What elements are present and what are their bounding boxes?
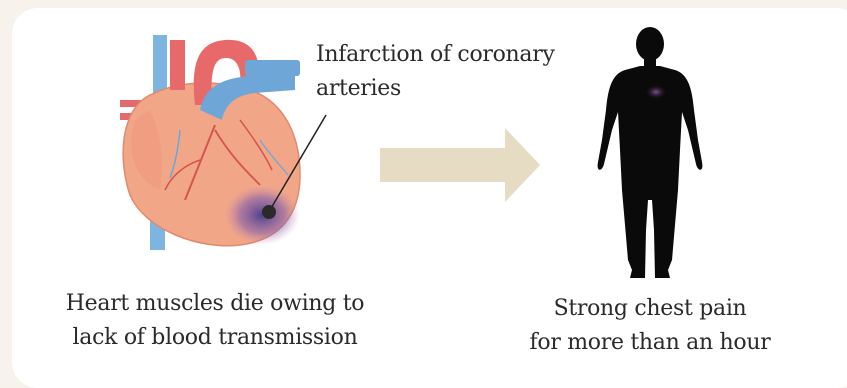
callout-line-1: Infarction of coronary [316,38,616,72]
heart-caption-line-2: lack of blood transmission [50,321,380,355]
chest-pain-glow [644,84,668,100]
heart-caption-line-1: Heart muscles die owing to [50,287,380,321]
infarction-callout: Infarction of coronary arteries [316,38,616,106]
heart-caption: Heart muscles die owing to lack of blood… [50,287,380,355]
symptom-caption: Strong chest pain for more than an hour [500,292,800,360]
symptom-caption-line-2: for more than an hour [500,326,800,360]
symptom-caption-line-1: Strong chest pain [500,292,800,326]
callout-line-2: arteries [316,72,616,106]
